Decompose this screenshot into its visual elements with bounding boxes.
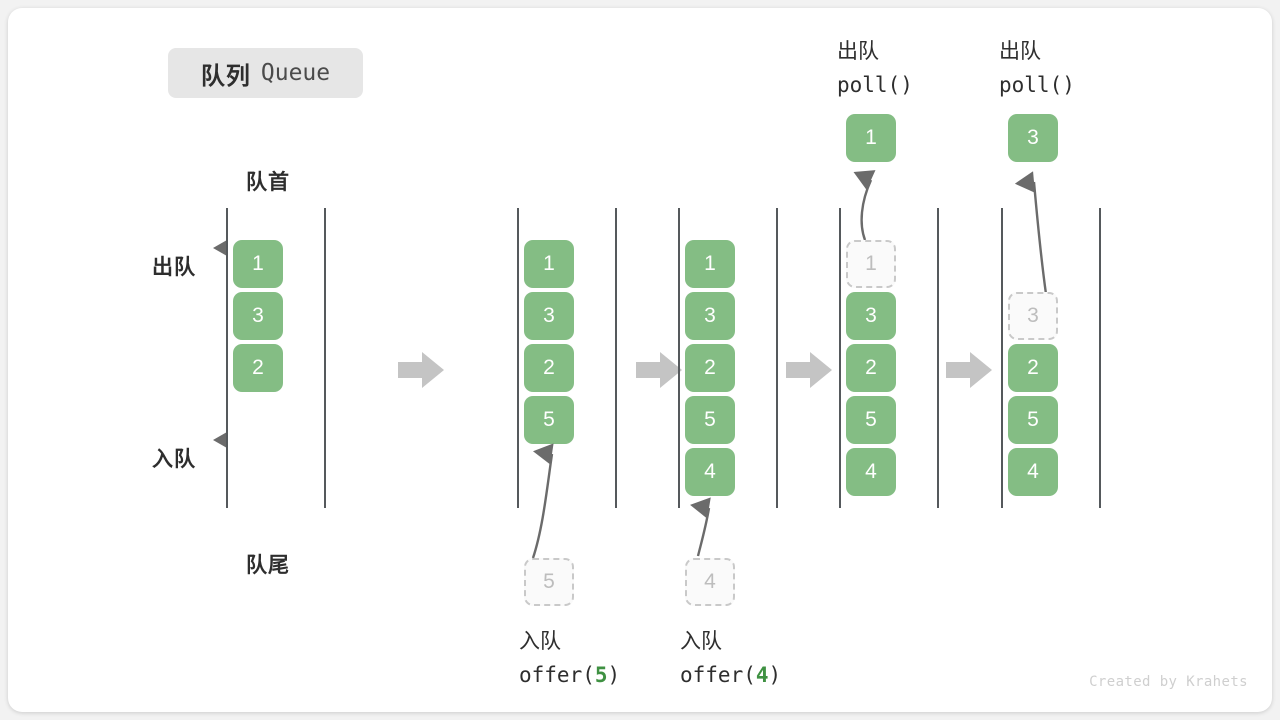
rail-right	[324, 208, 326, 508]
queue-cell: 3	[233, 292, 283, 340]
queue-cell: 5	[524, 396, 574, 444]
queue-cell: 3	[524, 292, 574, 340]
enqueue-input-box: 5	[524, 558, 574, 606]
queue-cell: 1	[524, 240, 574, 288]
queue-cell: 2	[233, 344, 283, 392]
title-en: Queue	[260, 60, 331, 86]
rail-left	[226, 208, 228, 508]
dequeue-caption: 出队 poll()	[999, 36, 1199, 101]
queue-cell-ghost: 1	[846, 240, 896, 288]
queue-cell: 2	[846, 344, 896, 392]
rail-right	[937, 208, 939, 508]
dequeue-caption-code: poll()	[999, 72, 1075, 97]
dequeue-caption-cn: 出队	[837, 40, 879, 63]
enqueue-input-box: 4	[685, 558, 735, 606]
rail-left	[839, 208, 841, 508]
enqueue-arrow-icon	[690, 497, 711, 557]
stage-after-offer-4: 1 3 2 5 4 4 入队 offer(4)	[648, 8, 808, 712]
stage-initial: 1 3 2	[196, 8, 356, 712]
stage-after-offer-5: 1 3 2 5 5 入队 offer(5)	[487, 8, 647, 712]
dequeue-direction-label: 出队	[152, 256, 196, 279]
flow-arrow-icon	[786, 352, 832, 388]
rail-left	[1001, 208, 1003, 508]
flow-arrow-icon	[946, 352, 992, 388]
enqueue-caption: 入队 offer(4)	[680, 626, 880, 691]
queue-cell: 5	[846, 396, 896, 444]
enqueue-caption-code: offer(4)	[680, 662, 782, 687]
dequeue-caption-cn: 出队	[999, 40, 1041, 63]
queue-cell: 5	[685, 396, 735, 444]
flow-arrow-icon	[398, 352, 444, 388]
queue-cell-ghost: 3	[1008, 292, 1058, 340]
rail-left	[517, 208, 519, 508]
enqueue-arrow-icon	[531, 443, 554, 559]
title-badge: 队列 Queue	[168, 48, 363, 98]
queue-cell: 4	[685, 448, 735, 496]
dequeue-caption-code: poll()	[837, 72, 913, 97]
dequeue-arrow-icon	[1014, 171, 1048, 295]
queue-tail-label: 队尾	[246, 554, 290, 577]
dequeue-arrow-icon	[853, 170, 876, 241]
queue-head-label: 队首	[246, 171, 290, 194]
queue-cell: 4	[1008, 448, 1058, 496]
rail-right	[1099, 208, 1101, 508]
queue-cell: 4	[846, 448, 896, 496]
dequeued-box: 3	[1008, 114, 1058, 162]
stage-after-poll-3: 出队 poll() 3 3 2 5 4	[971, 8, 1131, 712]
rail-right	[615, 208, 617, 508]
flow-arrow-icon	[636, 352, 682, 388]
queue-cell: 2	[524, 344, 574, 392]
queue-cell: 3	[846, 292, 896, 340]
rail-left	[678, 208, 680, 508]
enqueue-caption-cn: 入队	[680, 630, 722, 653]
queue-cell: 3	[685, 292, 735, 340]
dequeued-box: 1	[846, 114, 896, 162]
diagram-card: 队列 Queue 队首 队尾 出队 入队 1 3 2 1 3 2 5 5	[8, 8, 1272, 712]
enqueue-caption-cn: 入队	[519, 630, 561, 653]
watermark: Created by Krahets	[1089, 674, 1248, 690]
queue-cell: 1	[233, 240, 283, 288]
enqueue-caption: 入队 offer(5)	[519, 626, 719, 691]
queue-cell: 2	[685, 344, 735, 392]
rail-right	[776, 208, 778, 508]
queue-cell: 2	[1008, 344, 1058, 392]
dequeue-caption: 出队 poll()	[837, 36, 1037, 101]
queue-cell: 5	[1008, 396, 1058, 444]
title-cn: 队列	[200, 62, 251, 90]
queue-cell: 1	[685, 240, 735, 288]
enqueue-direction-label: 入队	[152, 448, 196, 471]
stage-after-poll-1: 出队 poll() 1 1 3 2 5 4	[809, 8, 969, 712]
enqueue-caption-code: offer(5)	[519, 662, 621, 687]
